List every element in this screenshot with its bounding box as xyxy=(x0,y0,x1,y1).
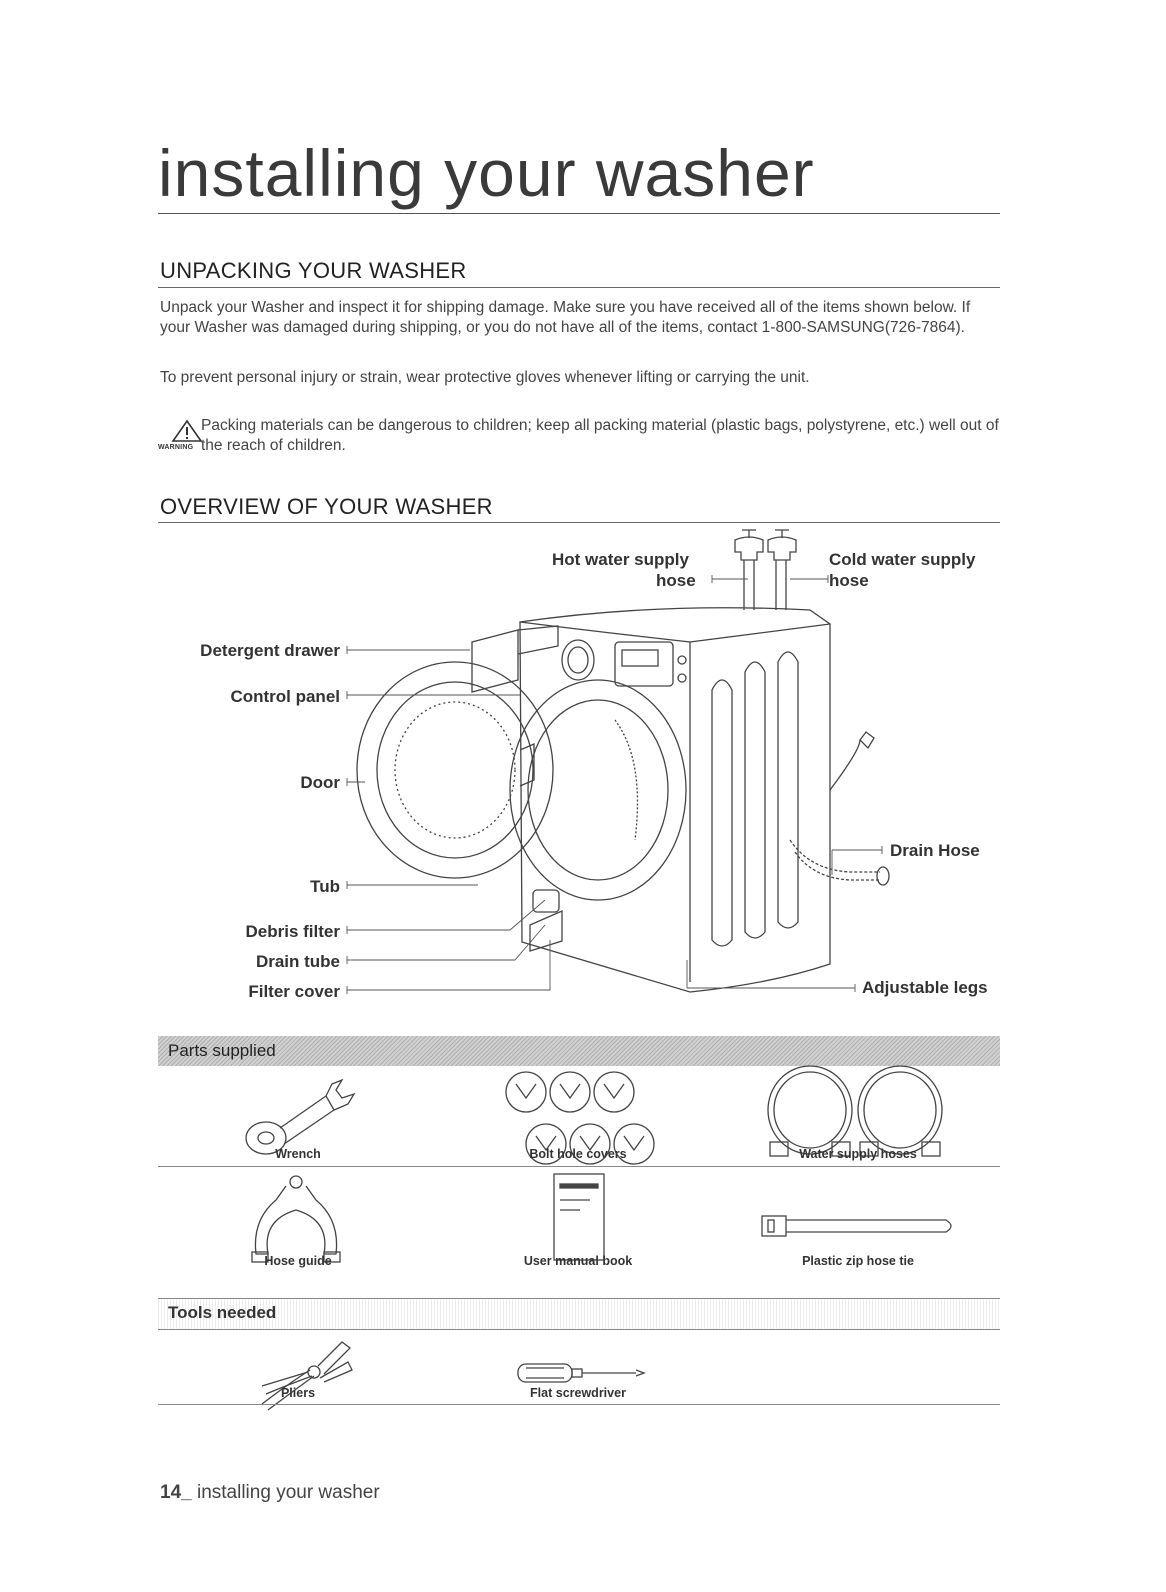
pliers-icon xyxy=(261,1341,353,1411)
parts-row-divider xyxy=(158,1166,1000,1167)
tools-needed-heading: Tools needed xyxy=(168,1303,277,1322)
warning-label: WARNING xyxy=(158,444,194,451)
tools-needed-bar xyxy=(158,1298,1000,1330)
plastic-zip-hose-tie-icon xyxy=(761,1215,952,1237)
part-bolt-hole-covers: Bolt hole covers xyxy=(529,1147,627,1161)
part-water-supply-hoses: Water supply hoses xyxy=(799,1147,917,1161)
tool-pliers: Pliers xyxy=(280,1386,316,1400)
label-drain-hose: Drain Hose xyxy=(890,841,980,860)
label-debris-filter: Debris filter xyxy=(245,922,340,941)
part-hose-guide: Hose guide xyxy=(264,1254,332,1268)
unpacking-paragraph-2: To prevent personal injury or strain, we… xyxy=(160,369,810,386)
footer-text: installing your washer xyxy=(191,1482,380,1503)
title-divider xyxy=(158,213,1000,214)
label-adjustable-legs: Adjustable legs xyxy=(862,978,988,997)
water-supply-hoses-icon xyxy=(767,1065,943,1157)
unpacking-paragraph-1: Unpack your Washer and inspect it for sh… xyxy=(160,299,971,336)
part-wrench: Wrench xyxy=(275,1147,321,1161)
label-door: Door xyxy=(300,773,340,792)
overview-heading: OVERVIEW OF YOUR WASHER xyxy=(160,494,493,519)
label-control-panel: Control panel xyxy=(230,687,340,706)
parts-supplied-heading: Parts supplied xyxy=(168,1041,276,1060)
label-hot-water-supply: Hot water supply xyxy=(552,550,689,569)
part-user-manual-book: User manual book xyxy=(523,1254,633,1268)
footer-page-number: 14_ xyxy=(160,1482,192,1503)
unpacking-divider xyxy=(158,287,1000,288)
overview-divider xyxy=(158,522,1000,523)
bolt-hole-covers-icon xyxy=(505,1071,655,1165)
label-cold-water-supply: Cold water supply xyxy=(829,550,976,569)
hose-guide-icon xyxy=(251,1175,341,1263)
wrench-icon xyxy=(245,1078,356,1155)
tools-bottom-divider xyxy=(158,1404,1000,1405)
label-tub: Tub xyxy=(310,877,340,896)
unpacking-heading: UNPACKING YOUR WASHER xyxy=(160,258,467,283)
washer-illustration xyxy=(346,529,890,994)
parts-supplied-bar xyxy=(158,1036,1000,1066)
page-footer: 14_ installing your washer xyxy=(160,1482,380,1504)
page-title: installing your washer xyxy=(158,136,815,210)
warning-text: Packing materials can be dangerous to ch… xyxy=(201,417,999,454)
label-detergent-drawer: Detergent drawer xyxy=(200,641,340,660)
part-plastic-zip-hose-tie: Plastic zip hose tie xyxy=(802,1254,914,1268)
flat-screwdriver-icon xyxy=(517,1363,646,1383)
user-manual-book-icon xyxy=(553,1173,605,1261)
label-hot-water-hose: hose xyxy=(656,571,696,590)
label-cold-water-hose: hose xyxy=(829,571,869,590)
label-drain-tube: Drain tube xyxy=(255,952,340,971)
label-filter-cover: Filter cover xyxy=(248,982,340,1001)
tool-flat-screwdriver: Flat screwdriver xyxy=(530,1386,626,1400)
